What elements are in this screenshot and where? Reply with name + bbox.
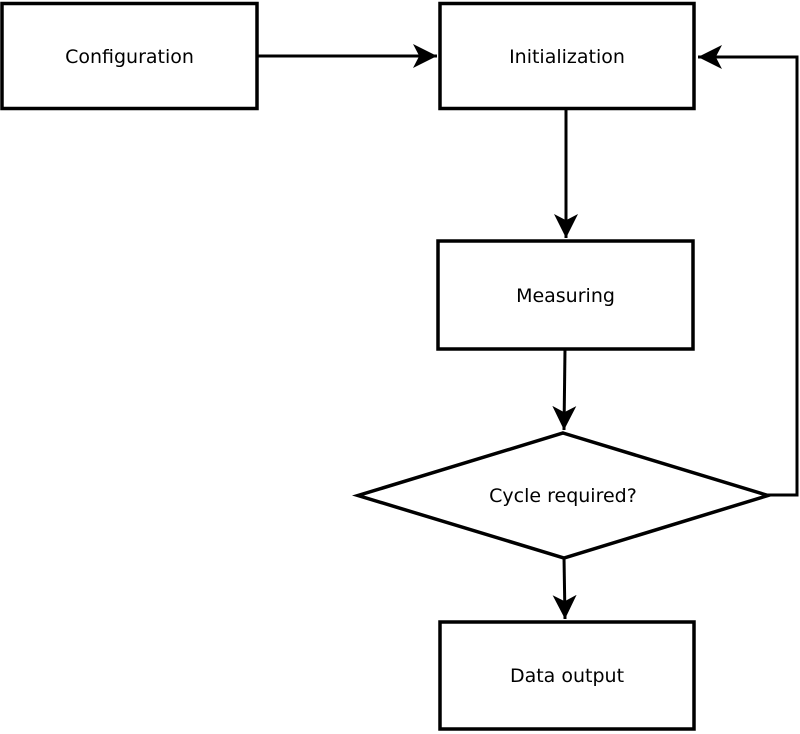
node-cycle-required-label: Cycle required?	[489, 485, 637, 507]
edge-cycle-required-to-data-output	[552, 556, 577, 620]
node-cycle-required: Cycle required?	[351, 431, 774, 560]
node-measuring: Measuring	[436, 239, 695, 351]
edge-measuring-to-cycle-required	[552, 348, 577, 431]
node-measuring-label: Measuring	[516, 285, 615, 307]
edge-cycle-required-to-initialization-loop	[698, 45, 799, 497]
node-data-output-label: Data output	[510, 665, 624, 687]
node-data-output-box	[438, 620, 696, 731]
node-configuration-label: Configuration	[65, 46, 194, 68]
node-configuration: Configuration	[0, 1, 259, 111]
node-cycle-required-diamond	[351, 431, 774, 560]
node-measuring-box	[436, 239, 695, 351]
node-initialization: Initialization	[438, 1, 696, 111]
node-data-output: Data output	[438, 620, 696, 731]
node-configuration-box	[0, 1, 259, 111]
node-initialization-label: Initialization	[509, 46, 625, 68]
node-initialization-box	[438, 1, 696, 111]
